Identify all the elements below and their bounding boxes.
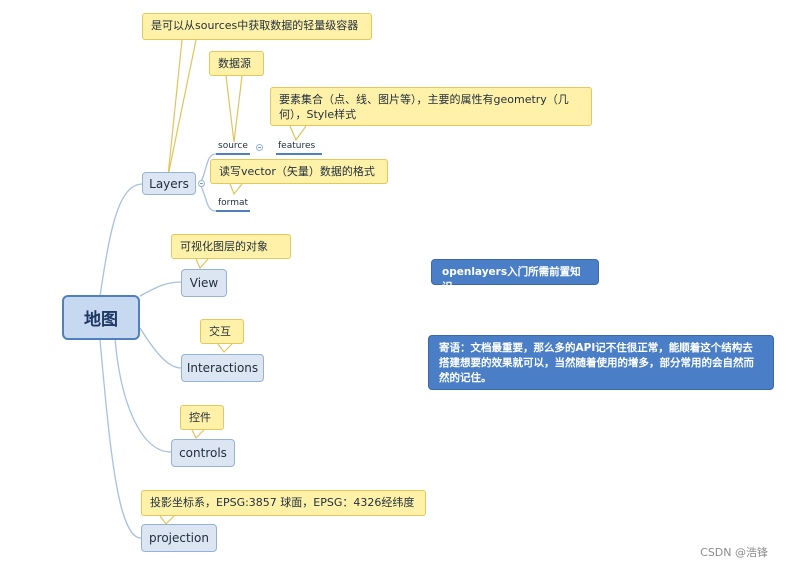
connector-root-projection xyxy=(99,339,142,539)
collapse-icon-source[interactable] xyxy=(256,144,263,151)
callout-message: 寄语：文档最重要，那么多的API记不住很正常，能顺着这个结构去搭建想要的效果就可… xyxy=(428,335,774,390)
subnode-features[interactable]: features xyxy=(276,141,322,155)
callout-title-text: openlayers入门所需前置知识 xyxy=(442,266,581,293)
note-controls-text: 控件 xyxy=(189,411,211,424)
root-node-label: 地图 xyxy=(84,310,118,330)
tail-interactions-note xyxy=(217,343,233,353)
node-interactions-label: Interactions xyxy=(186,361,259,375)
tail-features-note xyxy=(289,125,307,142)
node-view-label: View xyxy=(189,276,219,290)
note-projection: 投影坐标系，EPSG:3857 球面，EPSG：4326经纬度 xyxy=(141,490,426,516)
tail-view-note xyxy=(195,258,209,270)
node-projection[interactable]: projection xyxy=(141,524,217,552)
node-controls-label: controls xyxy=(179,446,227,460)
tail-source-note xyxy=(225,75,243,143)
subnode-source[interactable]: source xyxy=(216,141,250,155)
note-projection-text: 投影坐标系，EPSG:3857 球面，EPSG：4326经纬度 xyxy=(150,496,415,509)
node-projection-label: projection xyxy=(149,531,209,545)
node-controls[interactable]: controls xyxy=(171,439,235,467)
note-layers-text: 是可以从sources中获取数据的轻量级容器 xyxy=(151,19,359,32)
note-view-text: 可视化图层的对象 xyxy=(180,240,268,253)
note-format: 读写vector（矢量）数据的格式 xyxy=(210,159,388,184)
note-interactions-text: 交互 xyxy=(209,325,231,338)
connector-layers-format xyxy=(199,183,217,212)
note-features: 要素集合（点、线、图片等），主要的属性有geometry（几何），Style样式 xyxy=(270,87,592,126)
note-layers: 是可以从sources中获取数据的轻量级容器 xyxy=(142,13,372,40)
tail-projection-note xyxy=(159,515,175,525)
subnode-format[interactable]: format xyxy=(216,198,251,212)
note-view: 可视化图层的对象 xyxy=(171,234,291,259)
connector-root-layers xyxy=(99,183,143,297)
callout-title: openlayers入门所需前置知识 xyxy=(431,259,599,293)
watermark: CSDN @浩锋 xyxy=(700,546,768,559)
node-layers[interactable]: Layers xyxy=(142,172,196,195)
node-interactions[interactable]: Interactions xyxy=(181,354,264,382)
connector-root-interactions xyxy=(139,327,182,369)
tail-format-note xyxy=(229,183,243,196)
connector-root-view xyxy=(139,281,182,297)
tail-layers-note xyxy=(167,39,197,177)
note-interactions: 交互 xyxy=(200,319,244,344)
note-source: 数据源 xyxy=(209,51,264,76)
callout-message-text: 寄语：文档最重要，那么多的API记不住很正常，能顺着这个结构去搭建想要的效果就可… xyxy=(439,342,754,384)
root-node-map[interactable]: 地图 xyxy=(62,295,140,340)
connector-root-controls xyxy=(114,337,172,453)
node-layers-label: Layers xyxy=(149,176,189,191)
note-features-text: 要素集合（点、线、图片等），主要的属性有geometry（几何），Style样式 xyxy=(279,93,569,121)
note-controls: 控件 xyxy=(180,405,224,430)
collapse-icon-layers[interactable] xyxy=(198,180,205,187)
tail-controls-note xyxy=(191,429,205,440)
node-view[interactable]: View xyxy=(181,269,227,297)
note-source-text: 数据源 xyxy=(218,57,251,70)
note-format-text: 读写vector（矢量）数据的格式 xyxy=(219,165,375,178)
